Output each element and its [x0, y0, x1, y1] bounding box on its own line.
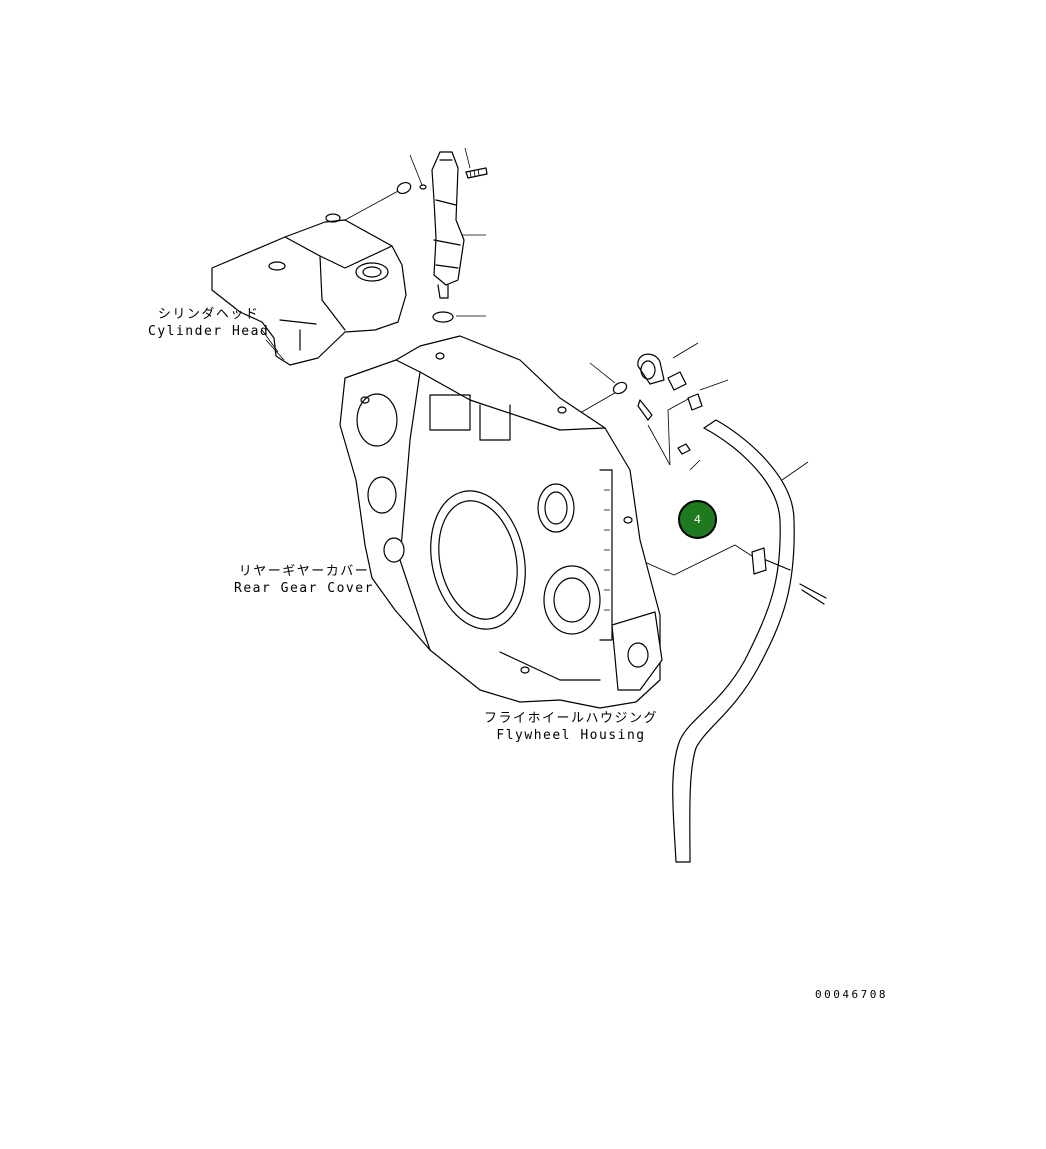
flywheel-housing-label: フライホイールハウジング Flywheel Housing: [484, 710, 658, 744]
small-parts: [396, 167, 703, 455]
drawing-number: 00046708: [815, 988, 888, 1001]
cylinder-head-label-en: Cylinder Head: [148, 324, 270, 339]
flywheel-housing-label-en: Flywheel Housing: [496, 728, 646, 743]
part-callout-badge[interactable]: 4: [678, 500, 717, 539]
rear-gear-cover-label-en: Rear Gear Cover: [234, 581, 374, 596]
rear-gear-cover-label-jp: リヤーギヤーカバー: [238, 564, 370, 579]
oil-filler-tube-drawing: [431, 151, 465, 299]
breather-hose-drawing: [672, 419, 827, 863]
cylinder-head-label: シリンダヘッド Cylinder Head: [148, 306, 269, 340]
flywheel-housing-drawing: [339, 335, 663, 709]
part-callout-number: 4: [694, 513, 701, 526]
leader-lines: [344, 147, 809, 576]
cylinder-head-label-jp: シリンダヘッド: [157, 307, 260, 322]
rear-gear-cover-label: リヤーギヤーカバー Rear Gear Cover: [234, 563, 374, 597]
flywheel-housing-label-jp: フライホイールハウジング: [484, 711, 659, 726]
cylinder-head-drawing: [211, 213, 407, 366]
